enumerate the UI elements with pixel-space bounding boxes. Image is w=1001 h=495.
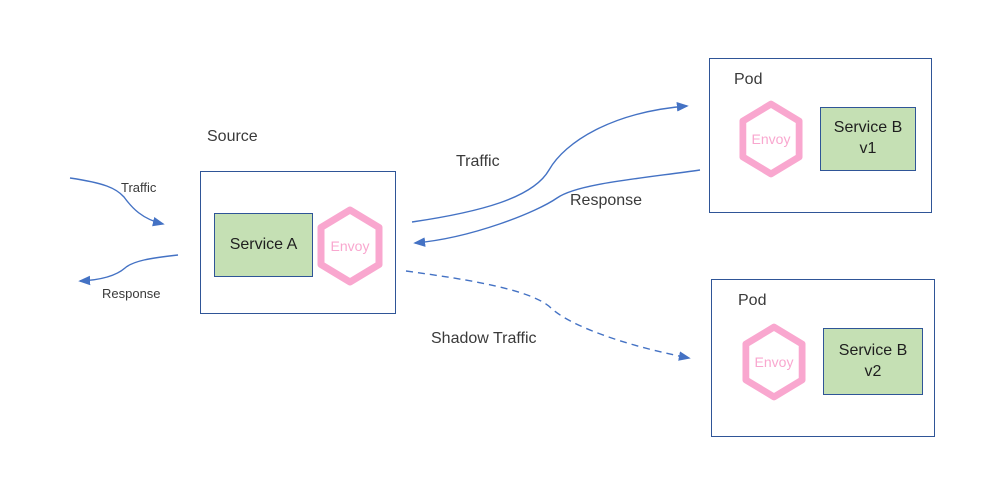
- service-b-v1-version: v1: [859, 140, 877, 157]
- service-b-v2-box: Service B v2: [823, 328, 923, 395]
- pod-v1-box: Pod Envoy Service B v1: [709, 58, 932, 213]
- service-b-v1-box: Service B v1: [820, 107, 916, 171]
- pod-v2-box: Pod Envoy Service B v2: [711, 279, 935, 437]
- envoy-hexagon-icon: [317, 206, 383, 286]
- pod-v2-envoy-proxy: Envoy: [742, 323, 806, 401]
- response-from-v1-label: Response: [570, 192, 643, 209]
- envoy-hexagon-icon: [739, 100, 803, 178]
- traffic-to-v1-arrow: [411, 102, 689, 223]
- pod-v2-title: Pod: [738, 292, 767, 309]
- response-from-v1-arrow: [413, 169, 701, 247]
- pod-v1-title: Pod: [734, 71, 763, 88]
- service-b-v1-name: Service B: [833, 119, 903, 137]
- service-a-label: Service A: [229, 235, 298, 253]
- pod-v2-envoy-label: Envoy: [754, 354, 794, 370]
- source-box: Service A Envoy: [200, 171, 396, 314]
- outbound-response-arrow: [78, 254, 179, 286]
- source-envoy-proxy: Envoy: [317, 206, 383, 286]
- shadow-traffic-label: Shadow Traffic: [431, 330, 537, 347]
- source-title: Source: [207, 128, 258, 145]
- service-a-box: Service A: [214, 213, 313, 277]
- envoy-hexagon-icon: [742, 323, 806, 401]
- pod-v1-envoy-label: Envoy: [751, 131, 791, 147]
- traffic-to-v1-label: Traffic: [456, 153, 500, 170]
- source-envoy-label: Envoy: [330, 238, 370, 254]
- inbound-traffic-label: Traffic: [121, 180, 157, 195]
- pod-v1-envoy-proxy: Envoy: [739, 100, 803, 178]
- service-b-v2-name: Service B: [838, 341, 908, 359]
- service-b-v2-version: v2: [864, 362, 882, 380]
- outbound-response-label: Response: [102, 286, 161, 301]
